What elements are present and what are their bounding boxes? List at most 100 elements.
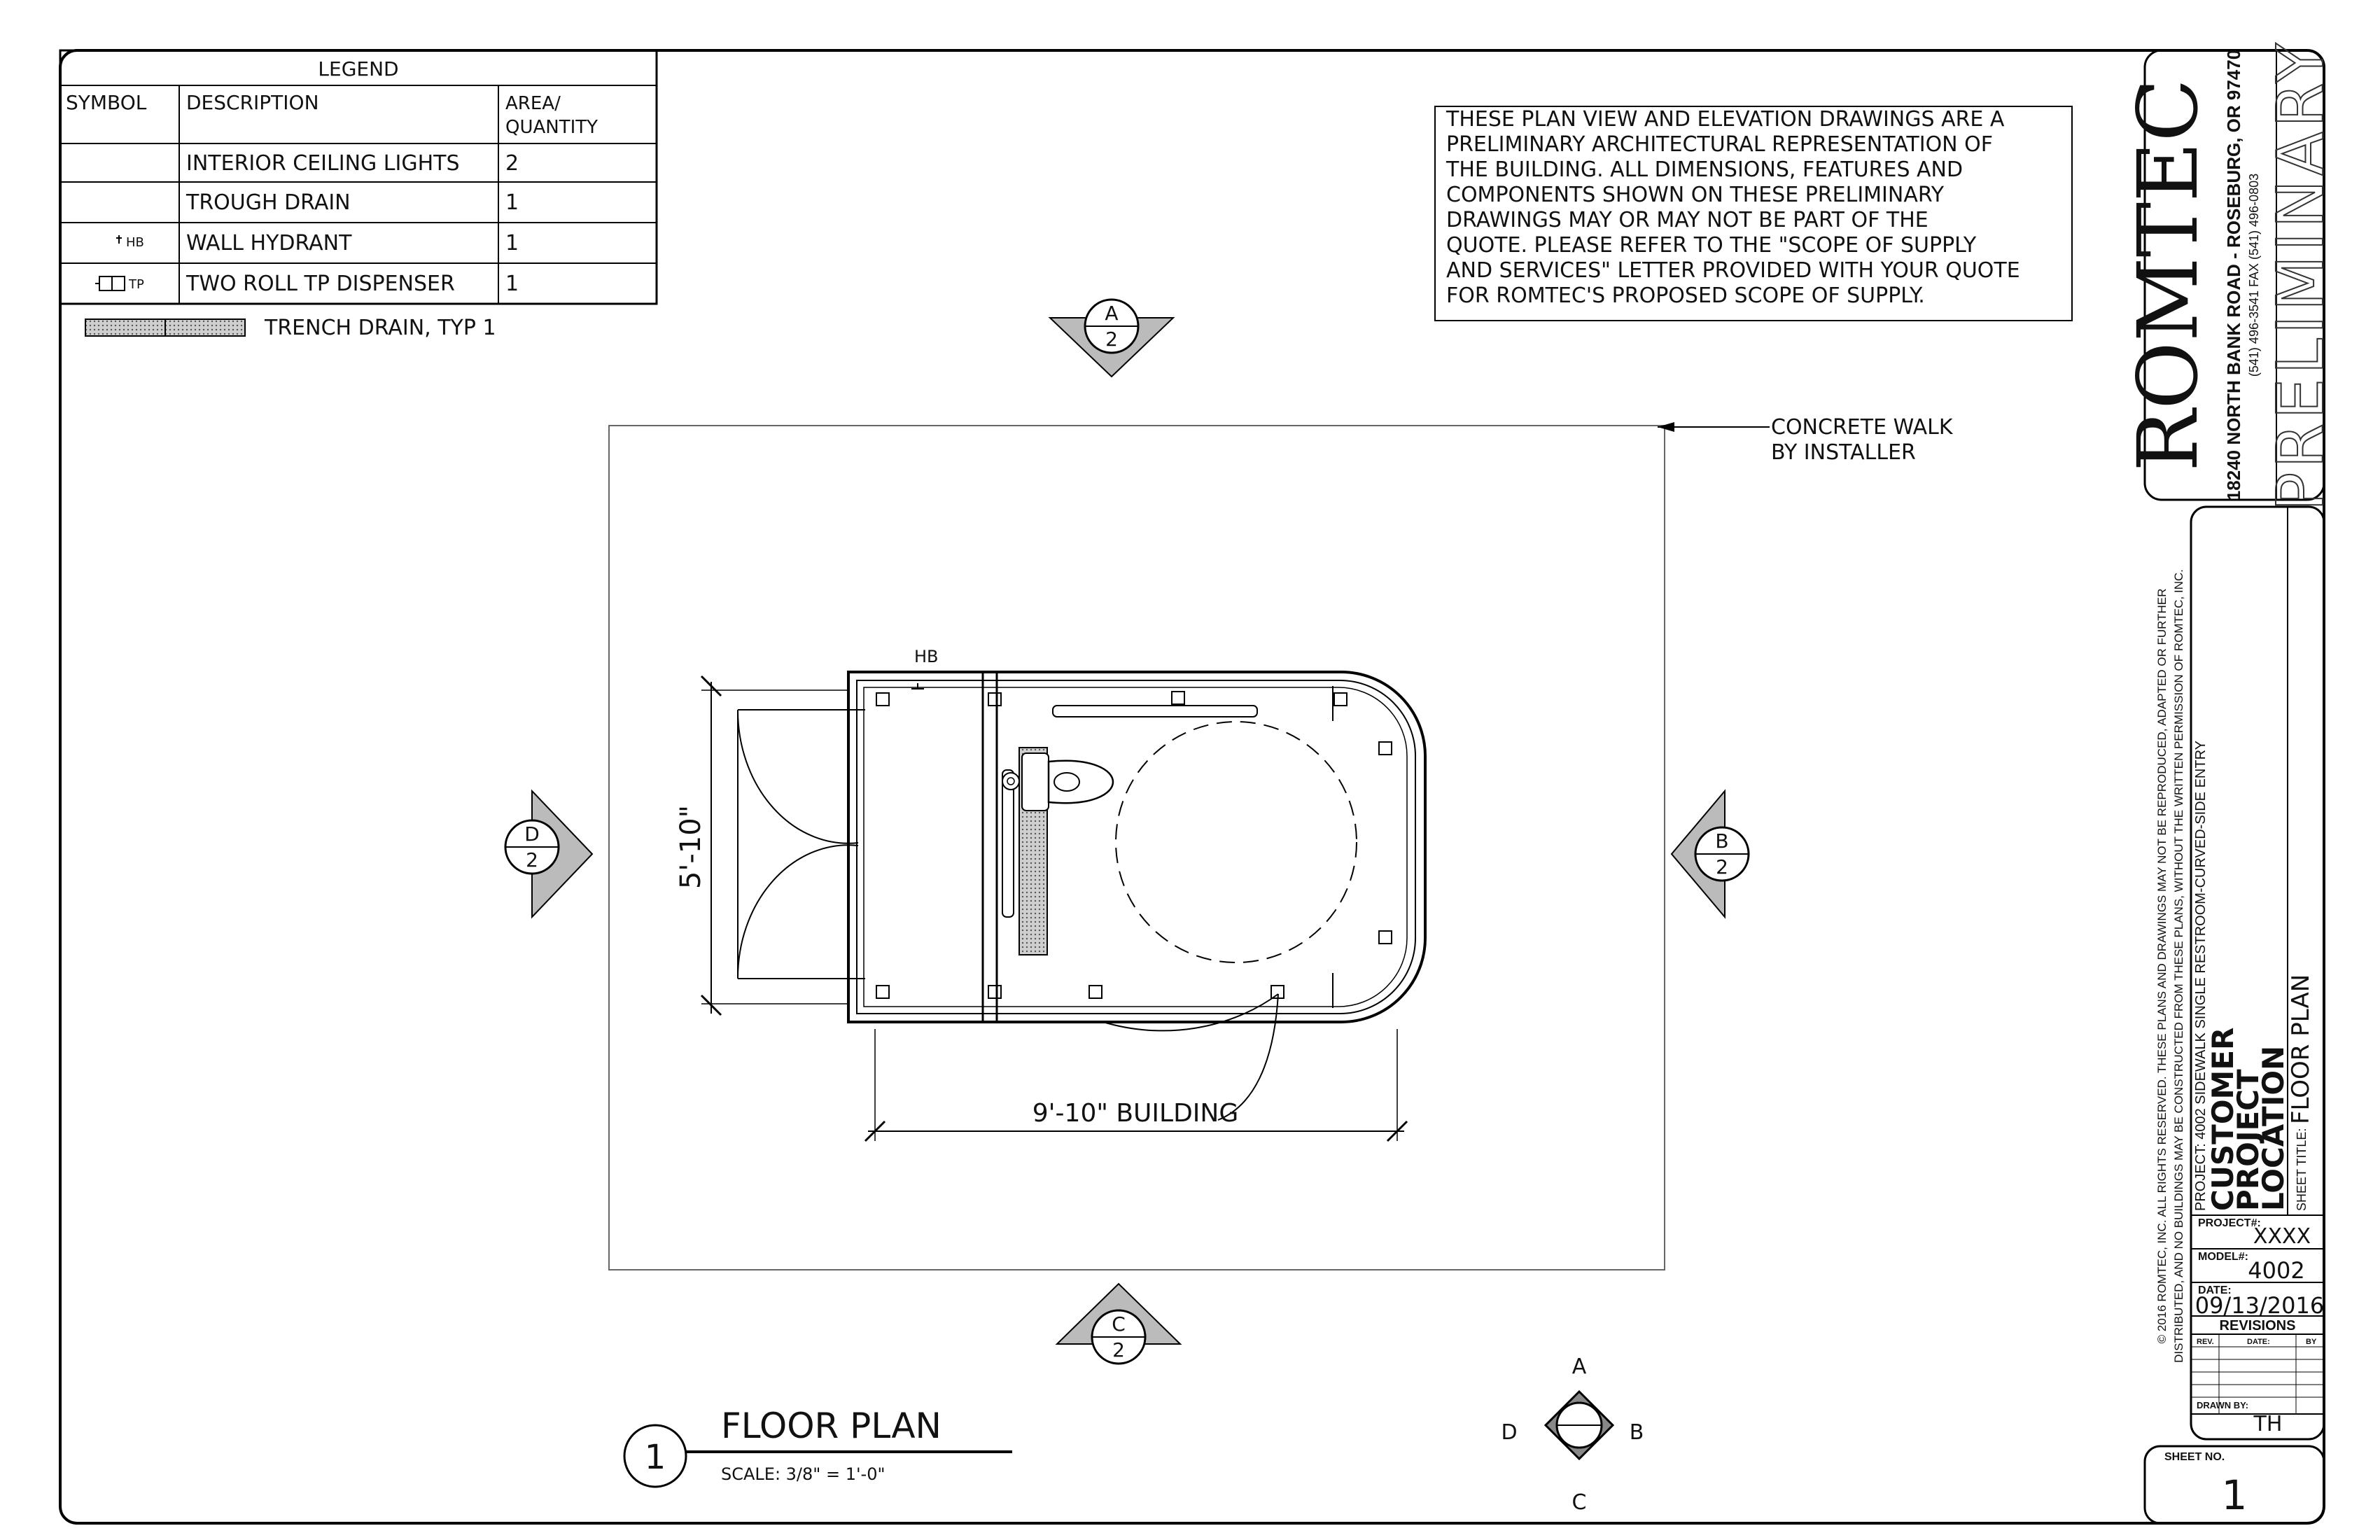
sheet-title-label: SHEET TITLE: bbox=[2295, 1128, 2309, 1211]
compass-c: C bbox=[1572, 1490, 1587, 1515]
disclaimer-line: FOR ROMTEC'S PROPOSED SCOPE OF SUPPLY. bbox=[1446, 284, 1925, 308]
disclaimer-line: COMPONENTS SHOWN ON THESE PRELIMINARY bbox=[1446, 183, 1945, 207]
legend-row-qty: 1 bbox=[505, 272, 519, 296]
legend-header-quantity: QUANTITY bbox=[505, 117, 598, 138]
width-dimension: 5'-10" bbox=[675, 675, 848, 1016]
legend-header-area: AREA/ bbox=[505, 93, 561, 114]
date-label: DATE: bbox=[2198, 1284, 2232, 1296]
section-marker-c: C 2 bbox=[1055, 1282, 1182, 1365]
wall-post bbox=[876, 692, 890, 706]
concrete-walk-label: BY INSTALLER bbox=[1771, 440, 1916, 465]
disclaimer-line: QUOTE. PLEASE REFER TO THE "SCOPE OF SUP… bbox=[1446, 233, 1977, 258]
wall-post bbox=[1088, 985, 1102, 999]
rev-column: REV. bbox=[2197, 1338, 2214, 1346]
toilet-icon bbox=[1002, 752, 1114, 811]
copyright-text: © 2016 ROMTEC, INC. ALL RIGHTS RESERVED.… bbox=[2155, 589, 2169, 1344]
trench-drain-legend: TRENCH DRAIN, TYP 1 bbox=[85, 316, 496, 340]
project-number-label: PROJECT#: bbox=[2198, 1217, 2261, 1229]
section-sheet: 2 bbox=[1716, 855, 1728, 878]
compass-a: A bbox=[1572, 1354, 1587, 1379]
preliminary-stamp: PRELIMINARY bbox=[2263, 39, 2338, 511]
sheet-title-value: FLOOR PLAN bbox=[2287, 974, 2315, 1124]
section-sheet: 2 bbox=[1105, 328, 1118, 351]
copyright-text: DISTRIBUTED, AND NO BUILDINGS MAY BE CON… bbox=[2172, 569, 2185, 1363]
company-name: ROMTEC bbox=[2120, 78, 2216, 472]
date-column: DATE: bbox=[2247, 1338, 2270, 1346]
disclaimer-line: THESE PLAN VIEW AND ELEVATION DRAWINGS A… bbox=[1446, 107, 2005, 132]
wall-post bbox=[988, 692, 1002, 706]
building-outer-wall bbox=[847, 671, 1427, 1023]
view-title: 1 FLOOR PLAN SCALE: 3/8" = 1'-0" bbox=[623, 1406, 1012, 1488]
wall-post bbox=[1334, 692, 1348, 706]
disclaimer-line: DRAWINGS MAY OR MAY NOT BE PART OF THE bbox=[1446, 208, 1928, 232]
project-number: XXXX bbox=[2253, 1224, 2311, 1249]
sheet-number: 1 bbox=[2222, 1471, 2248, 1519]
building-inner-wall bbox=[856, 680, 1416, 1014]
legend-row-qty: 1 bbox=[505, 190, 519, 215]
side-entry-door bbox=[1102, 993, 1279, 1121]
date-value: 09/13/2016 bbox=[2195, 1292, 2324, 1319]
project-name: PROJECT: 4002 SIDEWALK SINGLE RESTROOM-C… bbox=[2193, 741, 2208, 1211]
model-label: MODEL#: bbox=[2198, 1251, 2248, 1263]
legend-row-description: WALL HYDRANT bbox=[186, 231, 352, 255]
title-block: ROMTEC 18240 NORTH BANK ROAD - ROSEBURG,… bbox=[2120, 38, 2339, 1525]
project-label: PROJECT bbox=[2231, 1069, 2265, 1211]
trench-drain-label: TRENCH DRAIN, TYP 1 bbox=[264, 316, 496, 340]
company-address: 18240 NORTH BANK ROAD - ROSEBURG, OR 974… bbox=[2223, 50, 2244, 500]
drawn-by-label: DRAWN BY: bbox=[2197, 1400, 2248, 1410]
disclaimer-line: PRELIMINARY ARCHITECTURAL REPRESENTATION… bbox=[1446, 132, 1993, 157]
building-floor-plan: HB bbox=[736, 647, 1427, 1121]
view-scale: SCALE: 3/8" = 1'-0" bbox=[721, 1464, 886, 1484]
orientation-key: A B C D bbox=[1501, 1354, 1644, 1515]
wall-hydrant-icon: HB bbox=[116, 235, 144, 250]
legend-row-qty: 1 bbox=[505, 231, 519, 255]
legend-row-description: INTERIOR CEILING LIGHTS bbox=[186, 151, 460, 176]
customer-label: CUSTOMER bbox=[2206, 1028, 2240, 1211]
wall-post bbox=[988, 985, 1002, 999]
view-number: 1 bbox=[645, 1438, 666, 1477]
compass-b: B bbox=[1630, 1420, 1644, 1445]
concrete-walk-leader bbox=[1658, 422, 1770, 432]
company-phones: (541) 496-3541 FAX (541) 496-0803 bbox=[2247, 174, 2261, 377]
section-marker-b: B 2 bbox=[1670, 789, 1750, 919]
turning-radius-circle bbox=[1115, 721, 1357, 963]
tp-dispenser bbox=[1002, 772, 1020, 790]
wall-post bbox=[876, 985, 890, 999]
revisions-header: REVISIONS bbox=[2220, 1318, 2296, 1334]
legend-row-description: TWO ROLL TP DISPENSER bbox=[186, 272, 455, 296]
wall-post bbox=[1378, 741, 1392, 755]
section-letter: C bbox=[1112, 1312, 1126, 1336]
concrete-walk-outline bbox=[608, 425, 1665, 1270]
length-dimension: 9'-10" BUILDING bbox=[864, 1029, 1408, 1142]
section-marker-d: D 2 bbox=[504, 789, 594, 919]
disclaimer-line: AND SERVICES" LETTER PROVIDED WITH YOUR … bbox=[1446, 258, 2020, 283]
section-sheet: 2 bbox=[526, 848, 538, 872]
wall-hydrant-icon bbox=[911, 683, 924, 690]
legend-symbol-hb: HB bbox=[126, 235, 144, 250]
length-dimension-label: 9'-10" BUILDING bbox=[1032, 1099, 1239, 1128]
location-label: LOCATION bbox=[2256, 1046, 2290, 1211]
concrete-walk-label: CONCRETE WALK bbox=[1771, 415, 1954, 440]
section-marker-a: A 2 bbox=[1048, 298, 1175, 378]
by-column: BY bbox=[2306, 1338, 2317, 1346]
grab-bar bbox=[1052, 705, 1258, 718]
side-grab-bar bbox=[1002, 769, 1014, 918]
section-letter: D bbox=[524, 822, 540, 846]
legend-table: LEGEND SYMBOL DESCRIPTION AREA/ QUANTITY… bbox=[59, 49, 658, 305]
legend-row-qty: 2 bbox=[505, 151, 519, 176]
wall-post bbox=[1378, 930, 1392, 944]
section-letter: B bbox=[1715, 830, 1728, 853]
view-title-text: FLOOR PLAN bbox=[721, 1406, 941, 1446]
width-dimension-label: 5'-10" bbox=[675, 805, 707, 889]
disclaimer-line: THE BUILDING. ALL DIMENSIONS, FEATURES A… bbox=[1446, 158, 1963, 182]
tp-dispenser-icon: TP bbox=[95, 276, 144, 292]
section-letter: A bbox=[1105, 302, 1118, 325]
wall-post bbox=[1171, 691, 1185, 705]
legend-row-description: TROUGH DRAIN bbox=[186, 190, 351, 215]
sheet-no-label: SHEET NO. bbox=[2164, 1451, 2225, 1463]
drawn-by-value: TH bbox=[2253, 1412, 2283, 1436]
section-sheet: 2 bbox=[1112, 1338, 1125, 1362]
compass-d: D bbox=[1501, 1420, 1517, 1445]
legend-symbol-tp: TP bbox=[128, 277, 144, 292]
